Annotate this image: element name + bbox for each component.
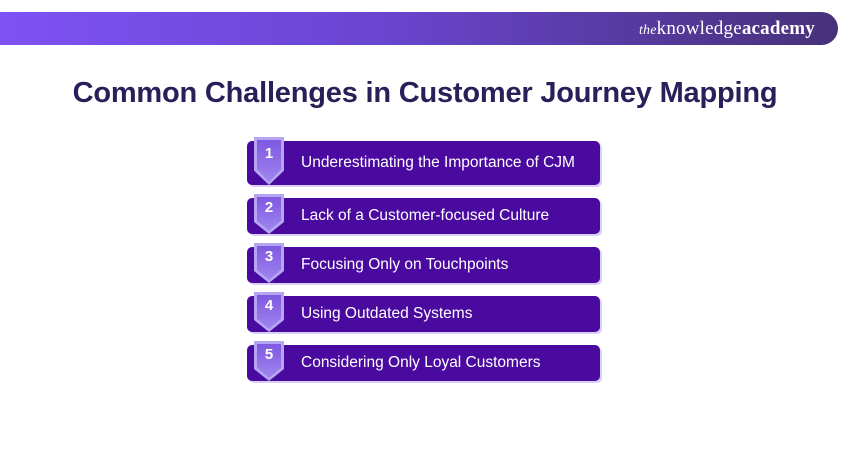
challenge-item-4: 4 Using Outdated Systems [247,292,600,332]
brand-logo-academy: academy [741,18,815,39]
brand-logo-knowledge: knowledge [656,18,742,39]
badge-number: 2 [264,199,274,217]
badge-number: 1 [264,144,274,162]
header-banner: theknowledgeacademy [0,12,838,45]
challenge-label: Considering Only Loyal Customers [301,354,541,371]
number-badge: 5 [254,341,284,381]
challenge-label: Focusing Only on Touchpoints [301,256,509,273]
challenge-item-2: 2 Lack of a Customer-focused Culture [247,194,600,234]
badge-number: 5 [264,346,274,364]
challenge-item-3: 3 Focusing Only on Touchpoints [247,243,600,283]
challenge-label: Underestimating the Importance of CJM [301,154,575,171]
brand-logo: theknowledgeacademy [639,19,815,38]
challenges-list: 1 Underestimating the Importance of CJM … [247,137,600,394]
brand-logo-the: the [638,23,657,38]
challenge-label: Using Outdated Systems [301,305,473,322]
number-badge: 4 [254,292,284,332]
number-badge: 1 [254,137,284,185]
challenge-label: Lack of a Customer-focused Culture [301,207,550,224]
badge-number: 3 [264,248,274,266]
challenge-item-1: 1 Underestimating the Importance of CJM [247,137,600,185]
number-badge: 2 [254,194,284,234]
page-title: Common Challenges in Customer Journey Ma… [72,77,778,109]
challenge-item-5: 5 Considering Only Loyal Customers [247,341,600,381]
badge-number: 4 [264,297,274,315]
number-badge: 3 [254,243,284,283]
